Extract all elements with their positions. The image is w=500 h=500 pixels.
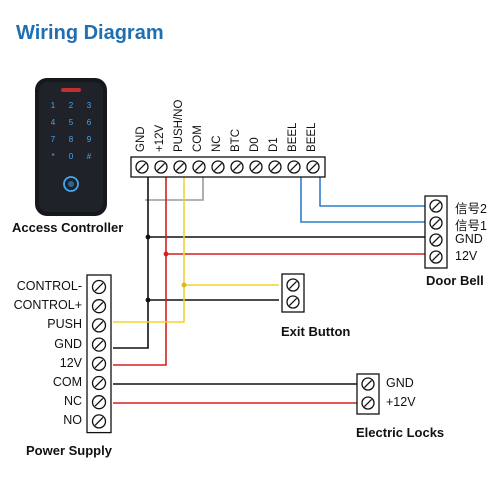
screw-terminal	[91, 356, 107, 371]
screw-terminal	[268, 160, 282, 174]
keypad-key: 3	[87, 101, 92, 110]
screw-terminal	[361, 377, 375, 391]
screw-terminal	[429, 233, 443, 247]
card-reader-dot	[68, 181, 74, 187]
screw-terminal	[91, 337, 107, 352]
exit-button-caption: Exit Button	[281, 324, 351, 339]
power-supply-terminal-label: NC	[63, 394, 82, 409]
page-title: Wiring Diagram	[16, 22, 164, 44]
power-supply-terminal-block	[86, 274, 112, 434]
controller-terminal-label: BEEL	[287, 122, 299, 152]
screw-terminal	[211, 160, 225, 174]
doorbell-terminal-block	[424, 195, 448, 269]
keypad-key: 9	[87, 135, 92, 144]
electric-locks-caption: Electric Locks	[356, 425, 445, 440]
screw-terminal	[287, 160, 301, 174]
keypad-key: 4	[51, 118, 56, 127]
power-supply-terminal-label: NO	[63, 413, 82, 428]
keypad-face	[39, 82, 103, 212]
screw-terminal	[429, 250, 443, 264]
controller-terminal-label: NC	[211, 135, 223, 152]
junction-dot	[145, 234, 151, 240]
keypad-key: 2	[69, 101, 74, 110]
controller-terminal-block	[130, 156, 326, 178]
doorbell-terminal-label: 信号2	[455, 202, 487, 216]
controller-terminal-label: D0	[249, 137, 261, 152]
keypad-key: *	[51, 152, 54, 161]
screw-terminal	[91, 279, 107, 295]
keypad-key: 1	[51, 101, 56, 110]
keypad-key: #	[87, 152, 92, 161]
door-bell-caption: Door Bell	[426, 273, 484, 288]
keypad-key: 5	[69, 118, 74, 127]
screw-terminal	[249, 160, 263, 174]
junction-dot	[181, 282, 187, 288]
screw-terminal	[286, 278, 300, 292]
access-controller-device: 1 2 3 4 5 6 7 8 9 * 0 #	[35, 78, 107, 216]
controller-terminal-label: BEEL	[306, 122, 318, 152]
screw-terminal	[192, 160, 206, 174]
power-supply-caption: Power Supply	[26, 443, 112, 458]
screw-terminal	[135, 160, 149, 174]
controller-terminal-label: PUSH/NO	[173, 99, 185, 152]
screw-terminal	[429, 199, 443, 213]
screw-terminal	[91, 318, 107, 333]
keypad-key: 6	[87, 118, 92, 127]
controller-terminal-label: +12V	[154, 124, 166, 152]
screw-terminal	[230, 160, 244, 174]
screw-terminal	[306, 160, 320, 174]
blue-wire-beel-2	[319, 175, 430, 207]
screw-terminal	[361, 396, 375, 410]
screw-terminal	[91, 395, 107, 410]
lock-terminal-block	[356, 373, 380, 415]
screw-terminal	[91, 375, 107, 391]
doorbell-terminal-label: 12V	[455, 249, 478, 263]
doorbell-terminal-label: 信号1	[455, 219, 487, 233]
card-reader-icon	[63, 176, 79, 192]
doorbell-terminal-label: GND	[455, 232, 483, 246]
red-wire-12v	[113, 175, 167, 366]
controller-terminal-label: GND	[135, 126, 147, 152]
gray-wire	[145, 175, 204, 201]
keypad-logo	[61, 88, 81, 92]
junction-dots	[145, 234, 187, 303]
controller-terminal-label: BTC	[230, 129, 242, 152]
screw-terminal	[154, 160, 168, 174]
blue-wire-beel-1	[300, 175, 430, 223]
power-supply-terminal-label: CONTROL-	[16, 279, 82, 293]
power-supply-terminal-label: CONTROL+	[13, 298, 82, 313]
screw-terminal	[173, 160, 187, 174]
keypad-key: 7	[51, 135, 56, 144]
screw-terminal	[429, 216, 443, 230]
junction-dot	[145, 297, 151, 303]
lock-terminal-label: GND	[386, 376, 414, 390]
screw-terminal	[91, 414, 107, 429]
access-controller-caption: Access Controller	[12, 220, 124, 235]
black-wire-gnd	[113, 175, 149, 349]
controller-terminal-label: D1	[268, 137, 280, 152]
screw-terminal	[286, 295, 300, 309]
screw-terminal	[91, 299, 107, 314]
power-supply-terminal-label: 12V	[59, 355, 82, 370]
exit-button-terminal-block	[281, 273, 305, 313]
power-supply-terminal-label: COM	[52, 375, 82, 389]
keypad-keys: 1 2 3 4 5 6 7 8 9 * 0 #	[51, 101, 92, 161]
keypad-key: 8	[69, 135, 74, 144]
power-supply-terminal-label: GND	[54, 336, 82, 351]
keypad-key: 0	[69, 152, 74, 161]
controller-terminal-label: COM	[192, 125, 204, 152]
yellow-wire-push	[113, 175, 185, 323]
junction-dot	[163, 251, 169, 257]
lock-terminal-label: +12V	[386, 395, 416, 409]
power-supply-terminal-label: PUSH	[47, 317, 82, 332]
wires	[113, 175, 430, 404]
